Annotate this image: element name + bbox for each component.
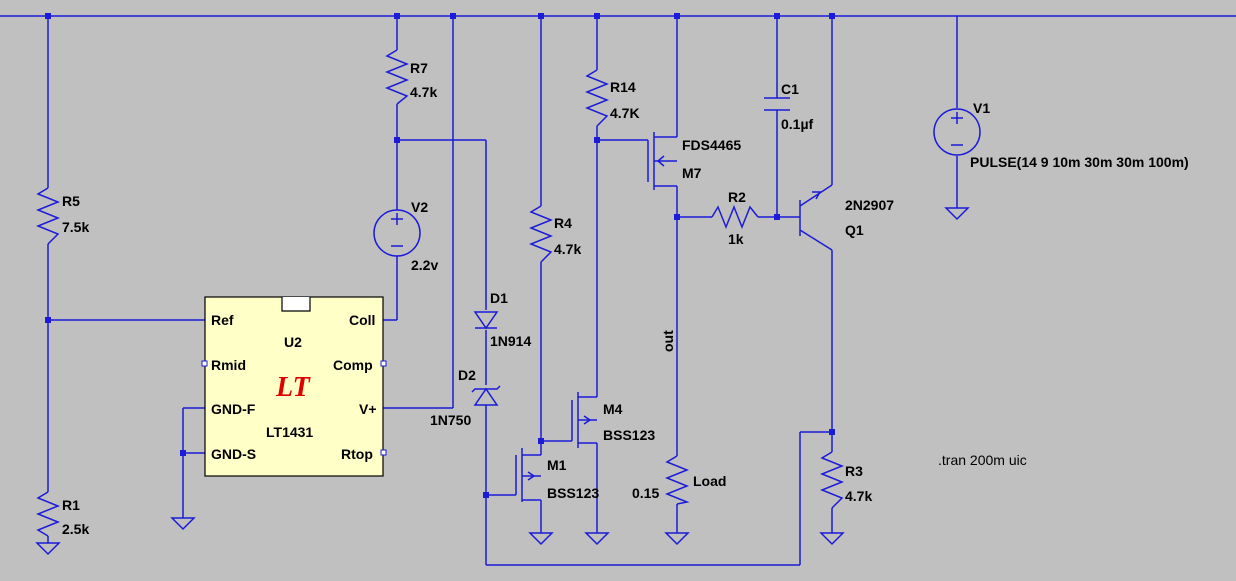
d1-part: 1N914	[490, 333, 531, 349]
resistor-r7[interactable]	[384, 49, 410, 105]
voltage-source-v1[interactable]	[933, 108, 981, 156]
r5-name: R5	[62, 193, 80, 209]
r3-value: 4.7k	[845, 488, 872, 504]
u2-pin-ref: Ref	[211, 312, 234, 328]
pnp-transistor-q1[interactable]	[799, 184, 833, 251]
q1-name: Q1	[845, 222, 864, 238]
m1-part: BSS123	[547, 485, 599, 501]
r4-value: 4.7k	[554, 241, 581, 257]
load-value: 0.15	[632, 485, 659, 501]
m7-part: FDS4465	[682, 137, 741, 153]
nmos-m1[interactable]	[515, 448, 542, 505]
chip-u2[interactable]: LT Ref Rmid GND-F GND-S Coll Comp V+ Rto…	[201, 296, 387, 477]
d2-part: 1N750	[430, 412, 471, 428]
v1-name: V1	[973, 100, 990, 116]
v2-name: V2	[411, 199, 428, 215]
capacitor-c1[interactable]	[764, 97, 790, 111]
nmos-m4[interactable]	[571, 390, 598, 460]
resistor-r5[interactable]	[35, 187, 61, 245]
v2-value: 2.2v	[411, 257, 438, 273]
q1-part: 2N2907	[845, 197, 894, 213]
u2-pin-rtop: Rtop	[341, 446, 373, 462]
m4-part: BSS123	[603, 427, 655, 443]
m7-name: M7	[682, 165, 702, 181]
m1-name: M1	[547, 457, 567, 473]
junction-dots	[45, 13, 835, 498]
component-labels: R5 7.5k R1 2.5k R7 4.7k V2 2.2v D1 1N914…	[62, 60, 1189, 537]
resistor-load[interactable]	[664, 455, 690, 505]
resistor-r1[interactable]	[35, 491, 61, 537]
r14-name: R14	[610, 79, 636, 95]
net-label-out: out	[660, 330, 676, 352]
c1-name: C1	[781, 81, 799, 97]
resistor-r4[interactable]	[528, 205, 554, 263]
m4-name: M4	[603, 401, 623, 417]
d1-name: D1	[490, 290, 508, 306]
ground-symbols	[35, 207, 970, 556]
pmos-m7[interactable]	[647, 130, 678, 200]
spice-directive: .tran 200m uic	[938, 452, 1027, 468]
resistor-r14[interactable]	[584, 69, 610, 127]
r3-name: R3	[845, 463, 863, 479]
u2-pin-coll: Coll	[349, 312, 375, 328]
d2-name: D2	[458, 367, 476, 383]
u2-ref-label: U2	[284, 334, 302, 350]
u2-pin-gnd-f: GND-F	[211, 401, 256, 417]
r14-value: 4.7K	[610, 105, 640, 121]
r2-name: R2	[728, 189, 746, 205]
u2-pin-rmid: Rmid	[211, 357, 246, 373]
v1-value: PULSE(14 9 10m 30m 30m 100m)	[970, 154, 1189, 170]
wires	[0, 15, 1236, 566]
r4-name: R4	[554, 215, 572, 231]
r7-name: R7	[410, 60, 428, 76]
u2-pin-comp: Comp	[333, 357, 373, 373]
c1-value: 0.1µf	[781, 116, 814, 132]
zener-diode-d2[interactable]	[471, 385, 501, 406]
r5-value: 7.5k	[62, 219, 89, 235]
u2-pin-gnd-s: GND-S	[211, 446, 256, 462]
r7-value: 4.7k	[410, 84, 437, 100]
r2-value: 1k	[728, 231, 744, 247]
r1-value: 2.5k	[62, 521, 89, 537]
resistor-r2[interactable]	[711, 204, 759, 230]
resistor-r3[interactable]	[819, 451, 845, 509]
load-name: Load	[693, 473, 726, 489]
linear-tech-logo-icon: LT	[275, 372, 312, 403]
r1-name: R1	[62, 497, 80, 513]
voltage-source-v2[interactable]	[373, 209, 421, 257]
diode-d1[interactable]	[473, 311, 499, 330]
u2-pin-vplus: V+	[359, 401, 377, 417]
u2-part-label: LT1431	[266, 424, 313, 440]
